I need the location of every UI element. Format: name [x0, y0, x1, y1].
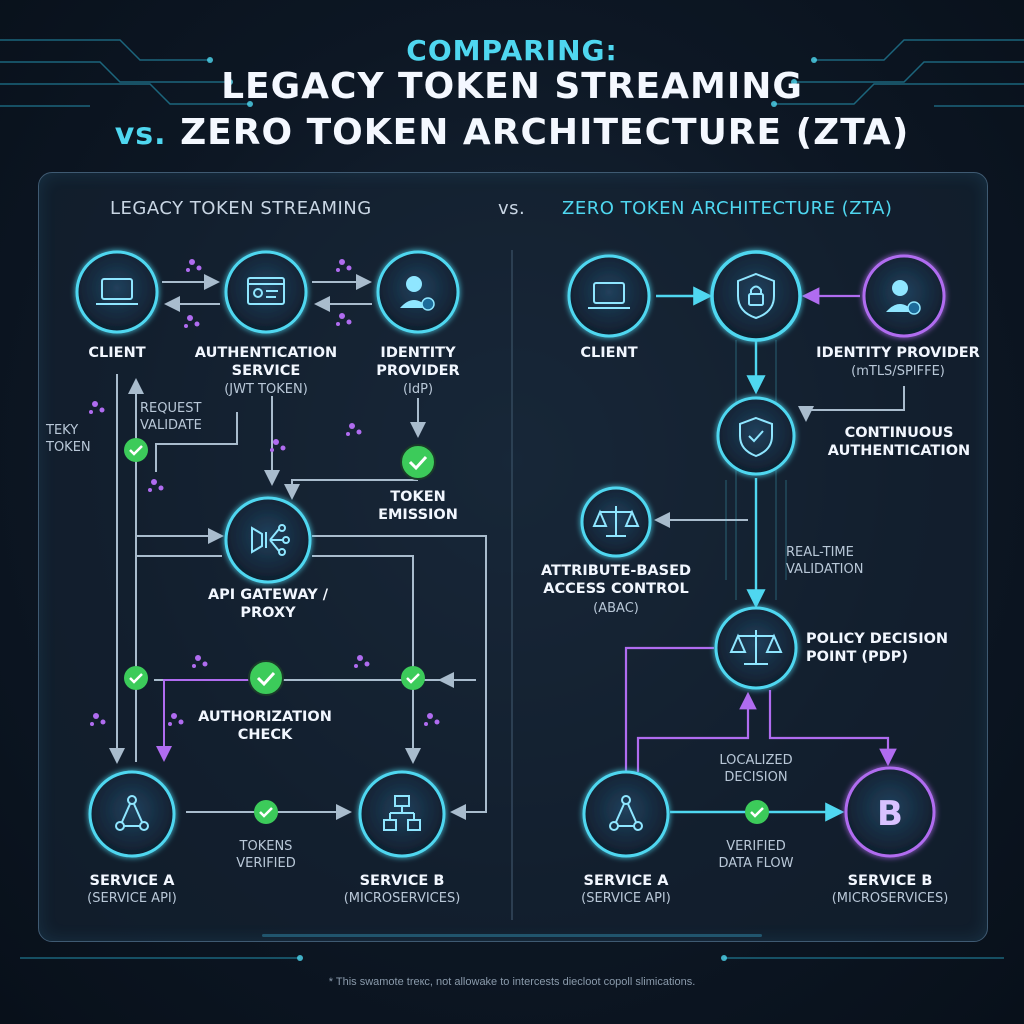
header-vs: vs.: [114, 117, 167, 152]
zta-node-client: [567, 254, 651, 338]
token-icon: [336, 313, 352, 326]
check-icon: [745, 800, 769, 824]
legacy-idp-sub: (IdP): [402, 382, 434, 397]
zta-node-pdp: [714, 606, 798, 690]
legacy-service-a-sub: (SERVICE API): [87, 891, 177, 906]
token-icon: [186, 259, 202, 272]
zta-client-label: CLIENT: [580, 345, 638, 361]
token-icon: [89, 401, 105, 414]
check-icon: [401, 666, 425, 690]
legacy-line-request-validate: [155, 412, 238, 472]
zta-section-title: ZERO TOKEN ARCHITECTURE (ZTA): [562, 198, 893, 219]
zta-idp-label: IDENTITY PROVIDER: [816, 345, 980, 361]
zta-arrow-servicea-pdp: [636, 691, 757, 772]
laptop-icon: [588, 282, 630, 309]
zta-service-b-label: SERVICE B: [847, 873, 933, 889]
legacy-service-a-label: SERVICE A: [89, 873, 175, 889]
id-card-icon: [247, 277, 285, 305]
hierarchy-icon: [383, 795, 421, 831]
token-icon: [90, 713, 106, 726]
check-icon: [400, 444, 436, 480]
legacy-arrow-emission-gateway: [284, 479, 418, 500]
footnote: * This swamote treкc, not allowake to in…: [328, 976, 696, 988]
zta-idp-sub: (mTLS/SPIFFE): [851, 364, 945, 379]
user-check-icon: [886, 280, 921, 315]
legacy-gateway-label: API GATEWAY /PROXY: [207, 587, 329, 621]
check-icon: [124, 666, 148, 690]
header-kicker: COMPARING:: [406, 34, 618, 67]
check-icon: [248, 660, 284, 696]
gateway-icon: [251, 524, 290, 556]
legacy-arrow-authz-servicea: [156, 679, 252, 762]
token-icon: [168, 713, 184, 726]
check-icon: [124, 438, 148, 462]
scale-icon: [592, 506, 640, 537]
legacy-arrow-gateway-serviceb-down: [312, 555, 421, 764]
legacy-client-label: CLIENT: [88, 345, 146, 361]
header-title-zta: ZERO TOKEN ARCHITECTURE (ZTA): [180, 112, 910, 153]
legacy-node-idp: [376, 250, 460, 334]
legacy-node-service-a: [88, 770, 176, 858]
token-icon: [148, 479, 164, 492]
token-icon: [192, 655, 208, 668]
service-b-letter: B: [877, 794, 903, 834]
zta-node-service-b: B: [844, 766, 936, 858]
token-icon: [354, 655, 370, 668]
legacy-node-auth-service: [224, 250, 308, 334]
zta-node-service-a: [582, 770, 670, 858]
token-icon: [184, 315, 200, 328]
zta-node-continuous: [716, 396, 796, 476]
zta-service-a-label: SERVICE A: [583, 873, 669, 889]
legacy-arrow-gateway-serviceb: [312, 535, 487, 820]
legacy-service-b-label: SERVICE B: [359, 873, 445, 889]
user-check-icon: [400, 276, 435, 311]
legacy-line-gateway-servicea: [135, 555, 222, 680]
lock-shield-icon: [737, 272, 775, 320]
scale-icon: [729, 630, 783, 665]
legacy-node-service-b: [358, 770, 446, 858]
token-icon: [336, 259, 352, 272]
legacy-service-b-sub: (MICROSERVICES): [343, 891, 461, 906]
legacy-node-client: [75, 250, 159, 334]
zta-node-gate: [710, 250, 802, 342]
zta-service-a-sub: (SERVICE API): [581, 891, 671, 906]
zta-node-abac: [580, 486, 652, 558]
service-graph-icon: [609, 795, 643, 831]
header-title-line2: vs. ZERO TOKEN ARCHITECTURE (ZTA): [0, 112, 1024, 153]
zta-abac-sub: (ABAC): [593, 601, 639, 616]
header-title-line1: LEGACY TOKEN STREAMING: [221, 66, 803, 107]
check-icon: [254, 800, 278, 824]
zta-node-idp: [862, 254, 946, 338]
legacy-auth-service-sub: (JWT TOKEN): [224, 382, 308, 397]
laptop-icon: [96, 278, 138, 305]
shield-check-icon: [739, 416, 773, 458]
token-icon: [346, 423, 362, 436]
zta-arrow-idp-continuous: [798, 386, 905, 422]
vs-label: vs.: [498, 198, 526, 219]
zta-service-b-sub: (MICROSERVICES): [831, 891, 949, 906]
legacy-section-title: LEGACY TOKEN STREAMING: [110, 198, 372, 219]
legacy-node-gateway: [224, 496, 312, 584]
token-icon: [270, 439, 286, 452]
token-glyph-icons: [89, 259, 440, 726]
token-icon: [424, 713, 440, 726]
zta-arrow-pdp-serviceb: [768, 690, 897, 767]
zta-line-pdp-servicea: [624, 646, 714, 772]
service-graph-icon: [115, 795, 149, 831]
